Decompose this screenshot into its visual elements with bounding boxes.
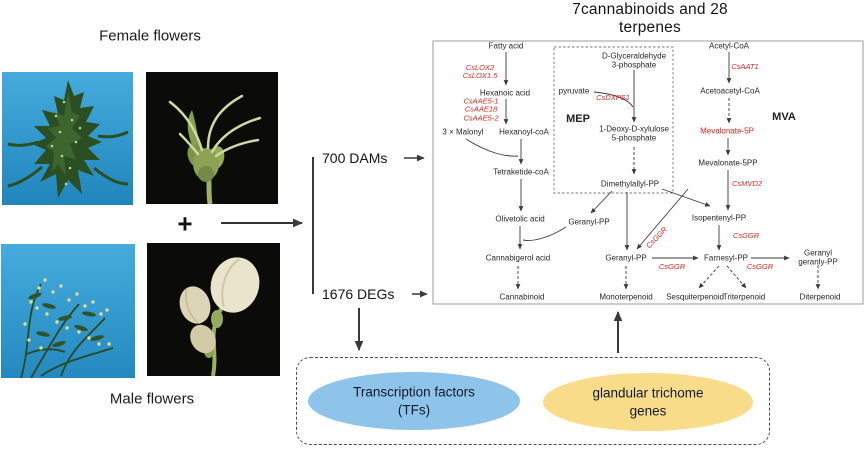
male-flower-closeup-photo xyxy=(147,243,280,376)
female-plant-photo xyxy=(2,72,133,205)
regulators-dashed-box xyxy=(296,357,770,445)
female-flowers-label: Female flowers xyxy=(99,27,201,45)
node-geranyl-geranyl-pp: Geranyl geranly-PP xyxy=(798,248,838,267)
node-olivetolic-acid: Olivetolic acid xyxy=(495,214,545,224)
node-malonyl: 3 × Malonyl xyxy=(442,127,484,137)
node-dimethylallyl-pp: Dimethylallyl-PP xyxy=(600,179,660,189)
node-isopentenyl-pp: Isopentenyl-PP xyxy=(691,213,747,223)
gene-aat1: CsAAT1 xyxy=(731,61,759,71)
node-farnesyl-pp: Farnesyl-PP xyxy=(703,253,749,263)
trichome-genes-label: glandular trichome genes xyxy=(592,385,704,418)
node-geranyl-pp-mid: Geranyl-PP xyxy=(605,253,647,263)
tf-ellipse xyxy=(308,372,520,430)
region-mva: MVA xyxy=(772,111,796,123)
node-mevalonate-5pp: Mevalonate-5PP xyxy=(698,158,758,168)
male-closeup-art xyxy=(147,243,280,376)
gene-lox: CsLOX2 CsLOX1.5 xyxy=(462,62,498,80)
male-flowers-label: Male flowers xyxy=(109,390,195,408)
trichome-genes-ellipse xyxy=(543,373,753,431)
node-sesquiterpenoid: Sesquiterpenoid xyxy=(666,292,724,302)
gene-ggr-farnesyl-ggpp: CsGGR xyxy=(746,261,774,271)
pathway-box xyxy=(432,40,864,305)
region-mep: MEP xyxy=(566,113,590,125)
node-monoterpenoid: Monoterpenoid xyxy=(599,292,653,302)
node-geranyl-pp-left: Geranyl-PP xyxy=(568,217,610,227)
node-deoxy-xylulose: 1-Deoxy-D-xylulose 5-phosphate xyxy=(599,124,669,143)
gene-dxps1: CsDXPS1 xyxy=(596,92,630,102)
mep-box xyxy=(553,46,674,194)
node-cannabigerol-acid: Cannabigerol acid xyxy=(485,253,551,263)
node-acetoacetyl-coa: Acetoacetyl-CoA xyxy=(700,86,760,96)
node-fatty-acid: Fatty acid xyxy=(488,41,524,51)
gene-aae: CsAAE5-1 CsAAE18 CsAAE5-2 xyxy=(463,96,499,123)
pathway-title: 7cannabinoids and 28 terpenes xyxy=(572,1,728,36)
node-triterpenoid: Triterpenoid xyxy=(722,292,766,302)
gene-ggr-ipp-farnesyl: CsGGR xyxy=(732,230,760,240)
node-tetraketide-coa: Tetraketide-coA xyxy=(493,167,549,177)
male-plant-photo xyxy=(1,244,135,378)
node-acetyl-coa: Acetyl-CoA xyxy=(708,41,750,51)
node-hexanoyl-coa: Hexanoyl-coA xyxy=(499,127,549,137)
node-diterpenoid: Diterpenoid xyxy=(799,292,841,302)
female-closeup-art xyxy=(146,72,278,204)
gene-ggr-geranyl-farnesyl: CsGGR xyxy=(658,261,686,271)
dams-count-label: 700 DAMs xyxy=(322,150,388,166)
gene-mvd2: CsMVD2 xyxy=(731,178,763,188)
node-mevalonate-5p: Mevalonate-5P xyxy=(700,126,754,136)
female-flower-closeup-photo xyxy=(146,72,278,204)
plus-sign: + xyxy=(177,208,193,239)
node-glyceraldehyde: D-Glyceraldehyde 3-phosphate xyxy=(601,51,667,70)
tf-label: Transcription factors (TFs) xyxy=(353,384,475,417)
node-cannabinoid: Cannabinoid xyxy=(499,292,545,302)
male-plant-art xyxy=(1,244,135,378)
degs-count-label: 1676 DEGs xyxy=(322,286,395,302)
node-pyruvate: pyruvate xyxy=(558,86,590,96)
node-hexanoic-acid: Hexanoic acid xyxy=(479,88,531,98)
female-plant-art xyxy=(2,72,133,205)
